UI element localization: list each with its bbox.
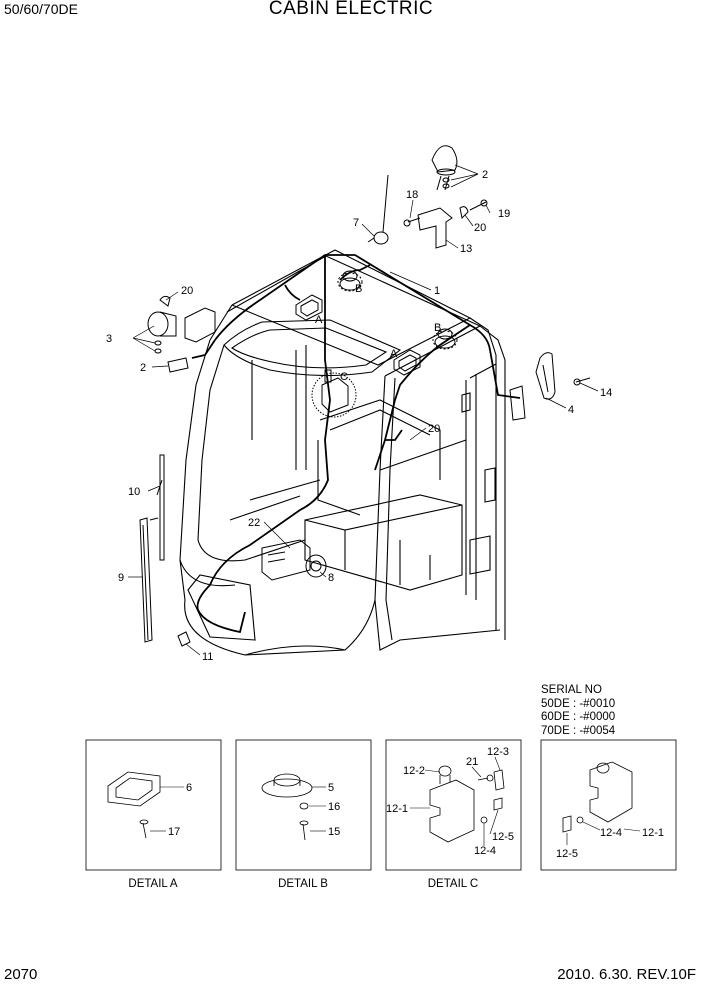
label-18: 18 bbox=[406, 189, 418, 201]
rear-lamp bbox=[509, 352, 556, 421]
room-lamp-a-2 bbox=[393, 349, 421, 376]
bolt-18 bbox=[403, 217, 421, 227]
switch-11 bbox=[177, 631, 191, 647]
fan-8 bbox=[305, 554, 327, 578]
detail-box-b bbox=[235, 739, 372, 871]
main-part-labels: 2 18 19 20 7 13 1 20 3 B A B A C 2 14 4 … bbox=[106, 169, 612, 663]
label-17: 17 bbox=[168, 826, 180, 838]
serial-line-60de: 60DE : -#0000 bbox=[541, 711, 616, 723]
caption-detail-b: DETAIL B bbox=[278, 878, 328, 890]
label-16: 16 bbox=[328, 801, 340, 813]
label-4: 4 bbox=[568, 404, 574, 416]
bolt-19 bbox=[469, 199, 488, 211]
detail-labels: 6 17 5 16 15 12-3 21 12-2 12-1 12-5 12-4… bbox=[168, 746, 664, 860]
detail-box-serial bbox=[540, 739, 677, 871]
label-20-left: 20 bbox=[181, 285, 193, 297]
label-b-1: B bbox=[355, 283, 362, 295]
connector-2-left bbox=[167, 357, 189, 373]
label-c: C bbox=[340, 371, 348, 383]
room-lamp-a-1 bbox=[295, 294, 323, 321]
detail-captions: DETAIL A DETAIL B DETAIL C bbox=[128, 878, 478, 890]
label-8: 8 bbox=[328, 572, 334, 584]
label-2-beacon: 2 bbox=[482, 169, 488, 181]
label-10: 10 bbox=[128, 486, 140, 498]
label-9: 9 bbox=[118, 572, 124, 584]
label-14: 14 bbox=[600, 387, 612, 399]
serial-line-50de: 50DE : -#0010 bbox=[541, 697, 616, 710]
label-b-2: B bbox=[434, 322, 441, 334]
label-19: 19 bbox=[498, 208, 510, 220]
leader-lines bbox=[128, 164, 599, 656]
wiper-arm-10 bbox=[149, 454, 165, 561]
label-20-top: 20 bbox=[474, 222, 486, 234]
caption-detail-a: DETAIL A bbox=[128, 878, 178, 890]
caption-detail-c: DETAIL C bbox=[428, 878, 478, 890]
beacon-lamp bbox=[431, 145, 458, 191]
label-11: 11 bbox=[202, 651, 213, 663]
wiper-blade-9 bbox=[139, 517, 153, 643]
label-20-mid: 20 bbox=[428, 423, 440, 435]
label-1: 1 bbox=[434, 285, 440, 297]
bracket-front-lamp bbox=[184, 307, 216, 343]
wiring-harness bbox=[191, 254, 521, 634]
label-a-1: A bbox=[315, 314, 323, 326]
label-12-1: 12-1 bbox=[386, 803, 408, 815]
label-serial-12-1: 12-1 bbox=[642, 827, 664, 839]
label-15: 15 bbox=[328, 826, 340, 838]
label-5: 5 bbox=[328, 782, 334, 794]
model-label: 50/60/70DE bbox=[4, 1, 78, 17]
label-12-3: 12-3 bbox=[487, 746, 509, 758]
clip-20-top bbox=[459, 206, 469, 220]
label-7: 7 bbox=[353, 217, 359, 229]
label-serial-12-5: 12-5 bbox=[556, 848, 578, 860]
switch-panel-22 bbox=[261, 539, 311, 581]
cabin-frame bbox=[179, 249, 506, 656]
label-22: 22 bbox=[248, 517, 260, 529]
serial-number-block: SERIAL NO 50DE : -#0010 60DE : -#0000 70… bbox=[541, 684, 615, 738]
label-a-2: A bbox=[390, 348, 398, 360]
bracket-13 bbox=[417, 207, 453, 249]
speaker-b-2 bbox=[432, 328, 458, 350]
revision-date: 2010. 6.30. REV.10F bbox=[557, 966, 696, 983]
label-12-4: 12-4 bbox=[474, 845, 496, 857]
speaker-b-1 bbox=[337, 270, 363, 292]
bolt-14 bbox=[573, 377, 591, 386]
label-2-left: 2 bbox=[140, 362, 146, 374]
label-12-2: 12-2 bbox=[403, 765, 425, 777]
detail-box-a bbox=[85, 739, 222, 871]
antenna bbox=[367, 174, 389, 245]
label-6: 6 bbox=[186, 782, 192, 794]
work-lamp-front bbox=[147, 311, 177, 354]
washer-tank-c bbox=[311, 369, 357, 418]
clip-20-left bbox=[159, 295, 171, 307]
page-number: 2070 bbox=[4, 966, 38, 983]
serial-line-70de: 70DE : -#0054 bbox=[541, 724, 616, 737]
label-21: 21 bbox=[466, 756, 478, 768]
label-3: 3 bbox=[106, 333, 112, 345]
label-serial-12-4: 12-4 bbox=[600, 827, 622, 839]
detail-box-c bbox=[385, 739, 522, 871]
serial-heading: SERIAL NO bbox=[541, 684, 602, 696]
label-12-5: 12-5 bbox=[492, 831, 514, 843]
page-title: CABIN ELECTRIC bbox=[268, 0, 434, 19]
label-13: 13 bbox=[460, 243, 472, 255]
